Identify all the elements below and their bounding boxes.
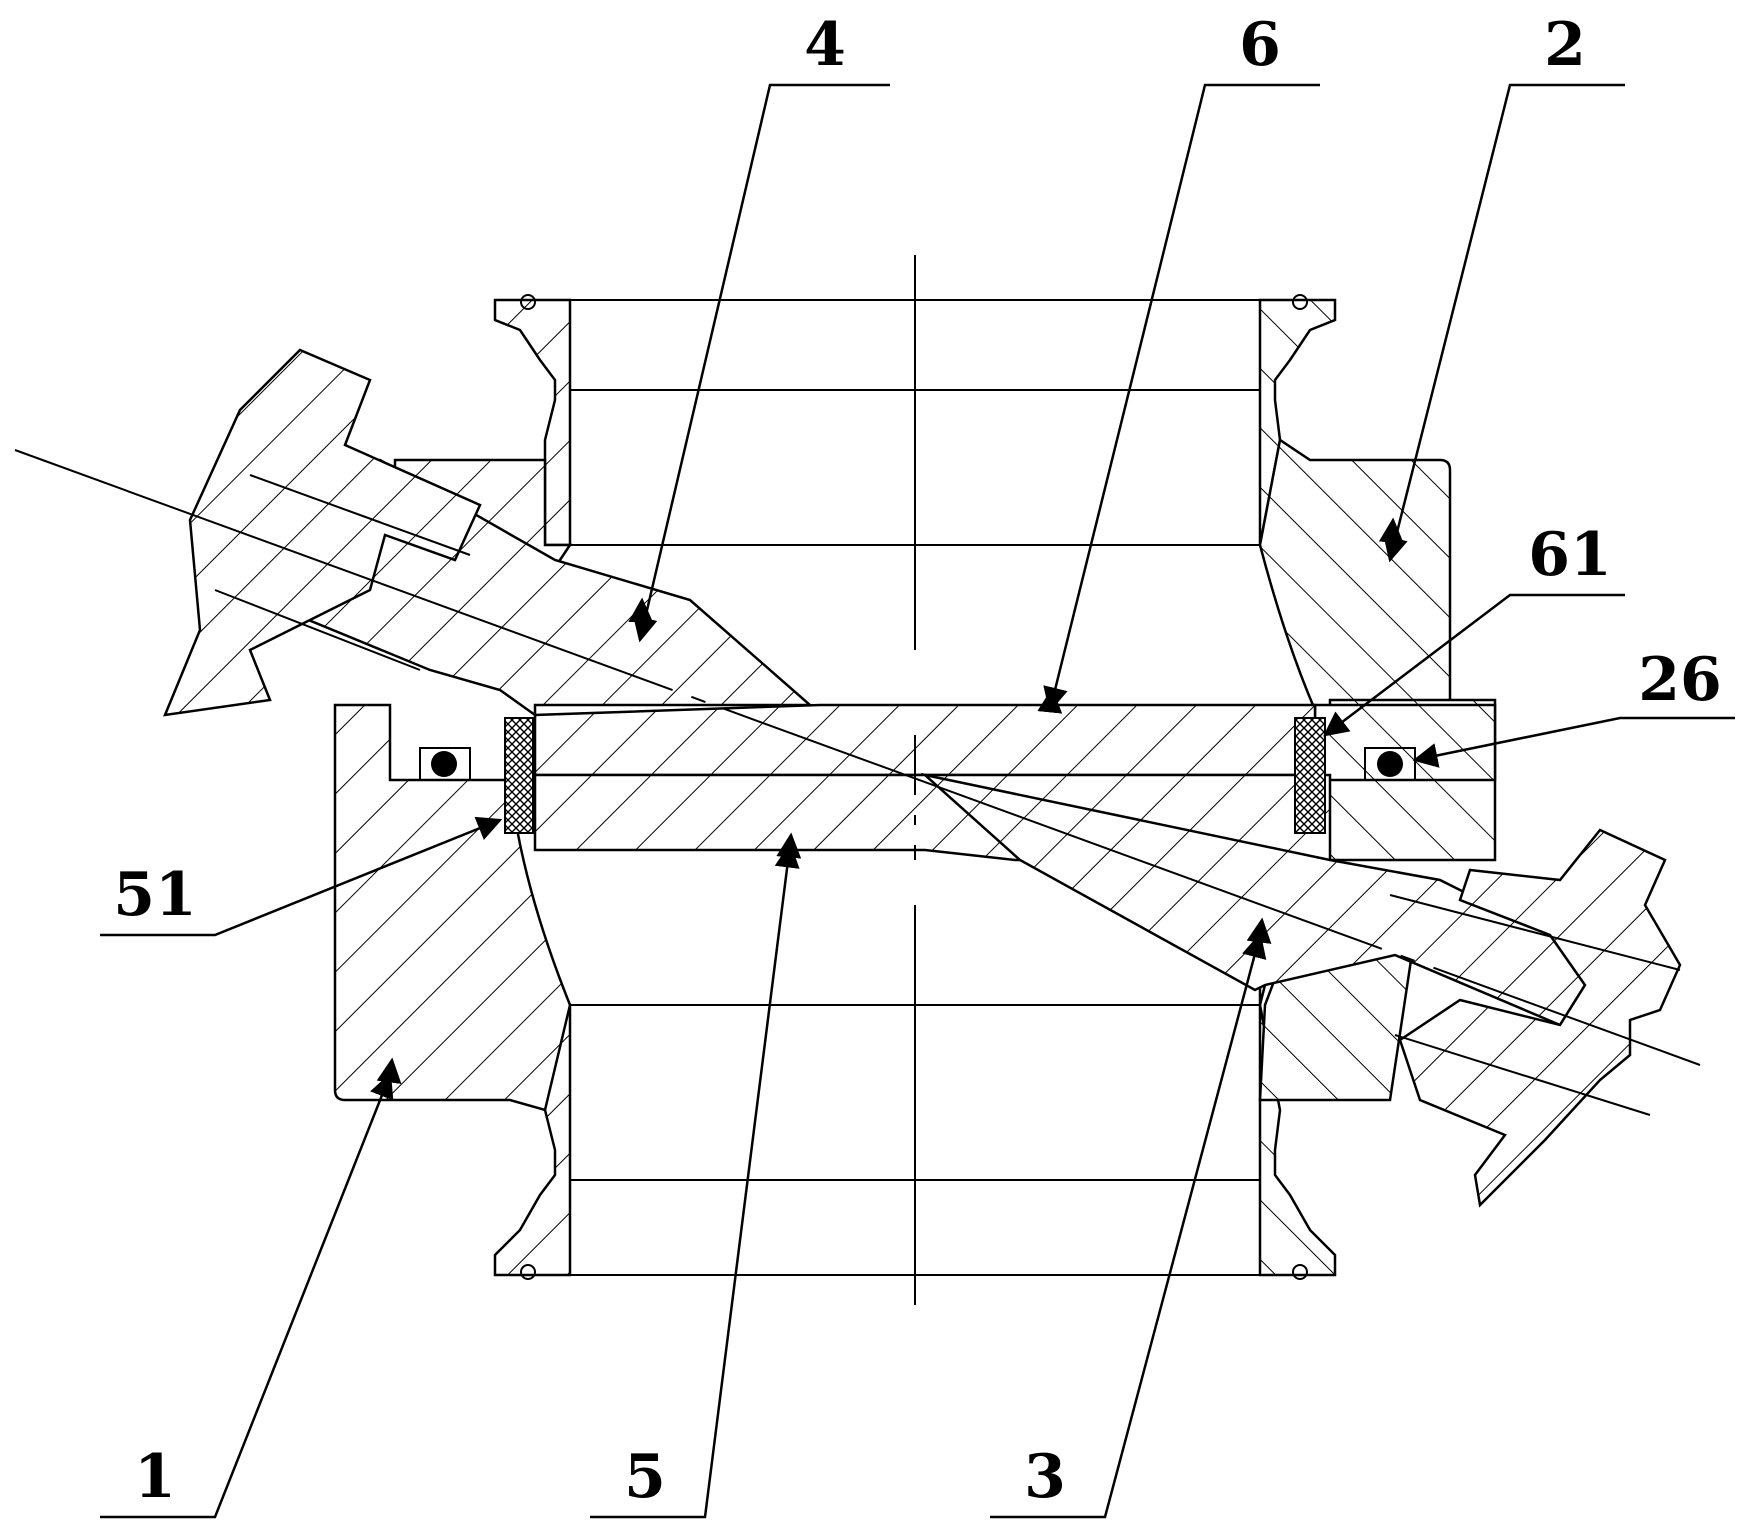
center-lines <box>14 255 1701 1320</box>
seal-61 <box>1294 717 1326 834</box>
label-61: 61 <box>1528 520 1612 590</box>
label-6: 6 <box>1239 10 1281 80</box>
label-26: 26 <box>1638 645 1722 715</box>
label-1: 1 <box>134 1442 176 1512</box>
label-4: 4 <box>804 10 846 80</box>
right-lower-housing-top <box>1313 703 1497 782</box>
label-51: 51 <box>113 860 197 930</box>
label-2: 2 <box>1544 10 1586 80</box>
handle-left <box>163 348 482 717</box>
label-5: 5 <box>624 1442 666 1512</box>
part-arrows <box>376 517 1404 1084</box>
handle-right <box>1398 828 1682 1208</box>
housing-part-2 <box>1258 437 1452 712</box>
leader-lines <box>100 83 1735 1519</box>
plate-6 <box>533 703 1317 777</box>
label-3: 3 <box>1024 1442 1066 1512</box>
upper-pipe <box>493 294 1337 547</box>
seal-51 <box>504 717 534 834</box>
o-ring-left <box>431 751 457 777</box>
o-ring-26 <box>1377 751 1403 777</box>
